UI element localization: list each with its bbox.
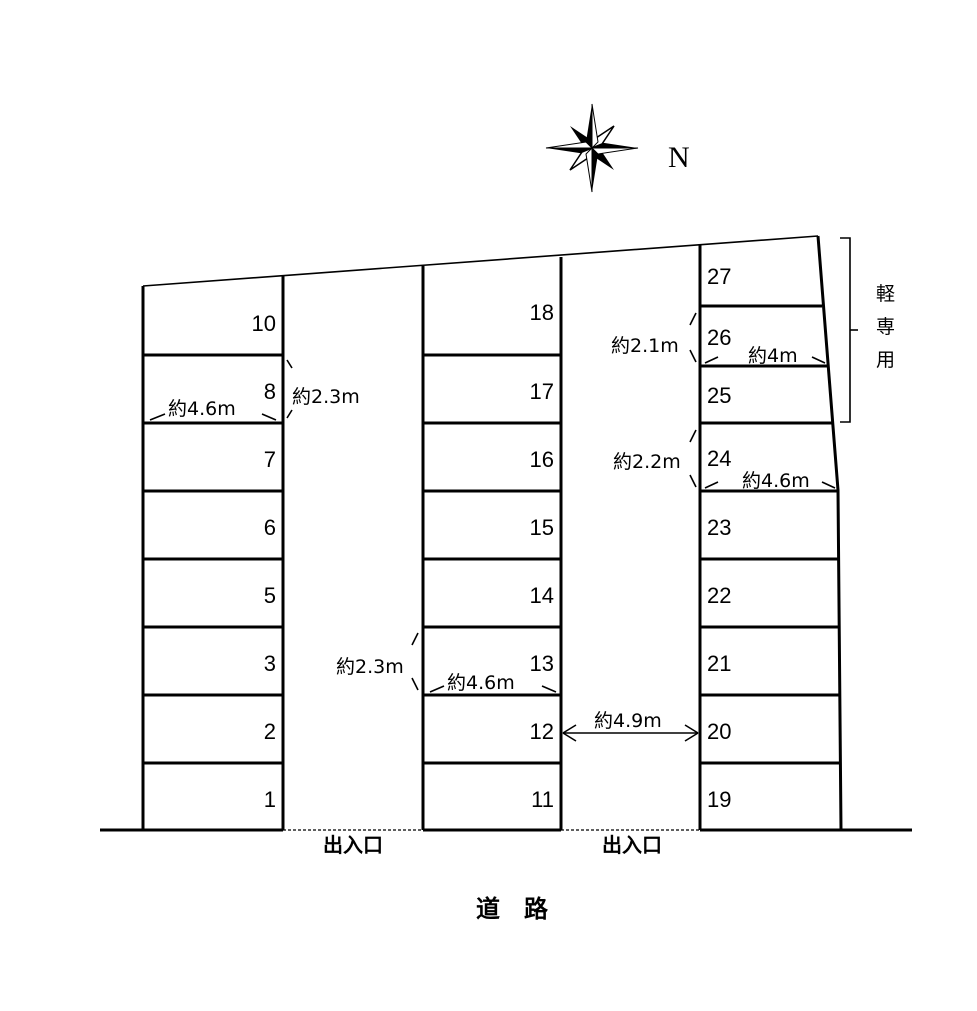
- dim-middle-width: 約4.6m: [447, 672, 515, 694]
- dim-left-aisle: 約2.3m: [292, 386, 360, 408]
- dim-right-width: 約4.6m: [742, 470, 810, 492]
- space-13[interactable]: 13: [530, 651, 554, 676]
- road-label: 道 路: [476, 895, 549, 923]
- space-11[interactable]: 11: [531, 787, 554, 812]
- space-17[interactable]: 17: [530, 379, 554, 404]
- dim-right-kei-height: 約2.1m: [611, 335, 679, 357]
- space-19[interactable]: 19: [707, 787, 731, 812]
- space-24[interactable]: 24: [707, 446, 731, 471]
- space-15[interactable]: 15: [530, 515, 554, 540]
- space-26[interactable]: 26: [707, 325, 731, 350]
- space-10[interactable]: 10: [252, 311, 276, 336]
- dim-right-kei-width: 約4m: [748, 345, 798, 367]
- entrance-label-2: 出入口: [602, 833, 662, 857]
- dim-right-height: 約2.2m: [613, 451, 681, 473]
- lot-boundary-top: [142, 235, 819, 287]
- space-25[interactable]: 25: [707, 383, 731, 408]
- space-23[interactable]: 23: [707, 515, 731, 540]
- space-18[interactable]: 18: [530, 300, 554, 325]
- space-3[interactable]: 3: [264, 651, 276, 676]
- dim-left-width: 約4.6m: [168, 398, 236, 420]
- space-12[interactable]: 12: [530, 719, 554, 744]
- space-27[interactable]: 27: [707, 264, 731, 289]
- space-7[interactable]: 7: [264, 447, 276, 472]
- kei-label-3: 用: [876, 349, 895, 371]
- lot-boundary-right: [816, 235, 843, 831]
- middle-column: 18 17 16 15 14 13 12 11: [421, 257, 563, 830]
- space-2[interactable]: 2: [264, 719, 276, 744]
- entrance-label-1: 出入口: [323, 833, 383, 857]
- kei-label-1: 軽: [876, 283, 895, 305]
- space-22[interactable]: 22: [707, 583, 731, 608]
- dim-aisle-width: 約4.9m: [594, 710, 662, 732]
- space-14[interactable]: 14: [530, 583, 554, 608]
- space-16[interactable]: 16: [530, 447, 554, 472]
- compass-rose-icon: [545, 103, 639, 193]
- space-1[interactable]: 1: [264, 787, 276, 812]
- dimension-arrows: [149, 312, 836, 742]
- north-label: N: [668, 141, 690, 174]
- space-5[interactable]: 5: [264, 583, 276, 608]
- space-8[interactable]: 8: [264, 379, 276, 404]
- space-6[interactable]: 6: [264, 515, 276, 540]
- dim-middle-height: 約2.3m: [336, 656, 404, 678]
- space-21[interactable]: 21: [707, 651, 731, 676]
- kei-label-2: 専: [876, 316, 895, 338]
- kei-only-bracket: [840, 237, 858, 423]
- left-column: 10 8 7 6 5 3 2 1: [143, 276, 285, 830]
- right-column: 27 26 25 24 23 22 21 20 19: [698, 245, 840, 830]
- space-20[interactable]: 20: [707, 719, 731, 744]
